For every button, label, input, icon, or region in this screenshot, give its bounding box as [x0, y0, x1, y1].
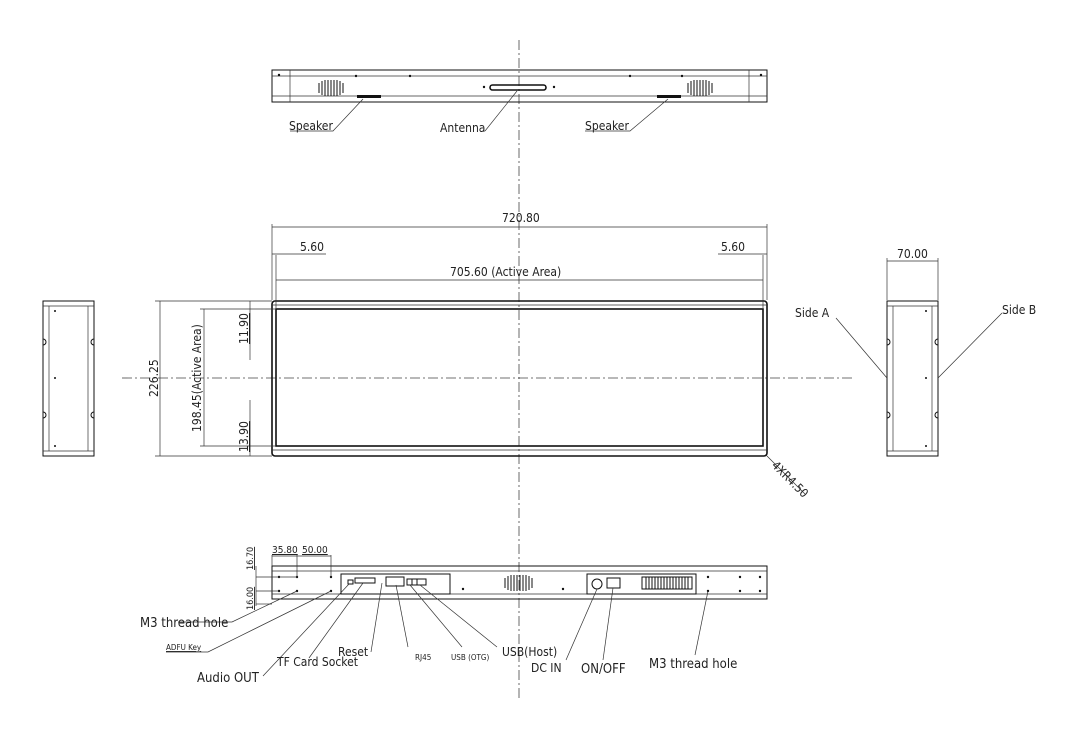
label-dc-in: DC IN: [531, 661, 562, 675]
port-adfu: [347, 579, 354, 585]
leader-dc-in: [565, 588, 598, 661]
label-antenna: Antenna: [440, 121, 485, 135]
active-area: [275, 308, 764, 447]
leader-side-a: [835, 317, 888, 379]
label-speaker-left: Speaker: [289, 119, 333, 133]
switch-on-off: [606, 577, 621, 589]
left-side-body: [42, 300, 95, 457]
leader-antenna: [484, 90, 518, 132]
power-vent: [641, 576, 693, 590]
bottom-speaker-grille: [504, 575, 533, 591]
speaker-grille-left: [318, 80, 344, 96]
leader-speaker-right: [585, 98, 669, 132]
label-on-off: ON/OFF: [581, 662, 626, 677]
top-view-body: [271, 69, 768, 103]
front-outer-frame: [271, 300, 768, 457]
port-rj45: [385, 576, 405, 587]
label-side-a: Side A: [795, 306, 830, 320]
label-m3-left: M3 thread hole: [140, 616, 228, 631]
dim-overall-width: 720.80: [502, 211, 540, 225]
antenna-slot: [489, 84, 547, 91]
label-rj45: RJ45: [415, 653, 431, 662]
leader-usb-host: [419, 584, 498, 648]
front-view: 720.80 5.60 5.60 705.60 (Active Area) 22…: [122, 211, 852, 501]
leader-side-b: [937, 312, 1003, 379]
bottom-view-body: [271, 565, 768, 600]
dim-margin-right: 5.60: [721, 240, 745, 254]
label-reset: Reset: [338, 645, 368, 659]
label-speaker-right: Speaker: [585, 119, 629, 133]
label-adfu-key: ADFU Key: [166, 643, 202, 652]
leader-audio-out: [262, 583, 350, 677]
dim-corner-radius: 4XR4.50: [769, 458, 811, 500]
label-m3-right: M3 thread hole: [649, 657, 737, 672]
label-usb-host: USB(Host): [502, 645, 557, 659]
leader-m3-left: [178, 590, 298, 623]
label-tf-card: TF Card Socket: [276, 655, 358, 669]
dim-16-00: 16.00: [246, 587, 256, 610]
port-dc-in: [591, 578, 603, 590]
right-side-body: [886, 300, 939, 457]
dim-margin-left: 5.60: [300, 240, 324, 254]
left-side-view: [42, 300, 95, 457]
power-panel: [586, 573, 697, 595]
leader-reset: [370, 582, 383, 653]
leader-tf-card: [308, 582, 364, 659]
dim-35-80: 35.80: [272, 545, 298, 556]
speaker-slot-left: [357, 95, 381, 98]
port-usb-host: [411, 578, 427, 586]
leader-on-off: [602, 587, 614, 661]
connector-panel: [340, 573, 451, 595]
leader-adfu: [166, 590, 332, 653]
dim-active-width: 705.60 (Active Area): [450, 265, 561, 279]
label-side-b: Side B: [1002, 303, 1036, 317]
dim-depth: 70.00: [897, 247, 928, 261]
dim-active-height: 198.45(Active Area): [190, 324, 204, 432]
dim-margin-bottom: 13.90: [237, 421, 251, 452]
speaker-slot-right: [657, 95, 681, 98]
dim-overall-height: 226.25: [147, 359, 161, 397]
top-view: Speaker Antenna Speaker: [271, 69, 768, 135]
dim-50-00: 50.00: [302, 545, 328, 556]
port-tf-card: [354, 577, 376, 584]
leader-m3-right: [694, 590, 709, 656]
label-audio-out: Audio OUT: [197, 671, 260, 686]
leader-speaker-left: [290, 98, 364, 132]
dim-16-70: 16.70: [246, 547, 256, 570]
speaker-grille-right: [687, 80, 713, 96]
label-usb-otg: USB (OTG): [451, 653, 490, 662]
leader-rj45: [395, 584, 409, 648]
leader-corner-radius: [765, 454, 806, 495]
bottom-view: 16.70 16.00 35.80 50.00 M3 thread hole A…: [140, 545, 768, 686]
right-side-view: 70.00 Side A Side B: [795, 247, 1036, 457]
dim-margin-top: 11.90: [237, 313, 251, 344]
leader-usb-otg: [409, 584, 463, 648]
